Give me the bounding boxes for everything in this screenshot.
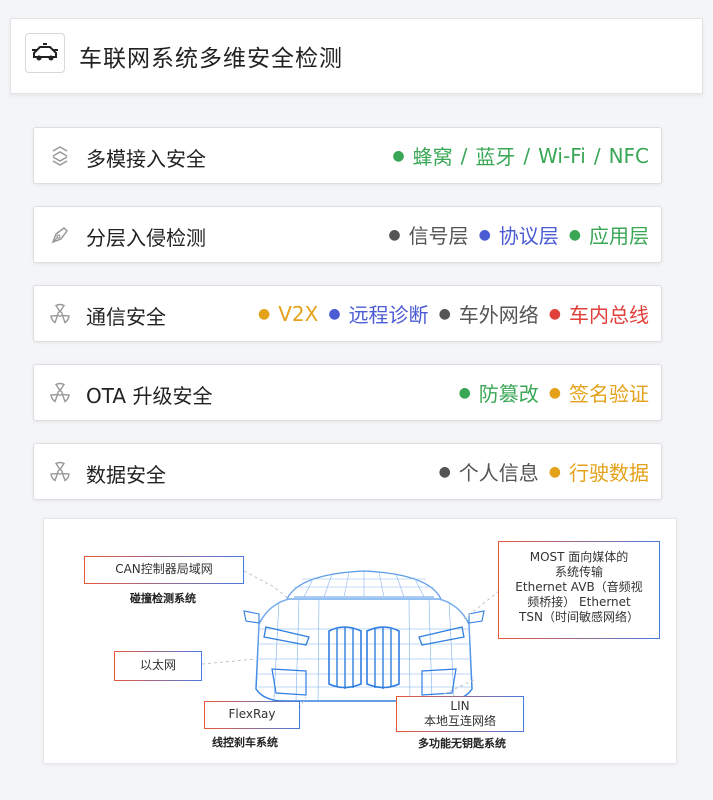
page-title: 车联网系统多维安全检测: [79, 46, 343, 72]
most-line: TSN（时间敏感网络）: [519, 610, 639, 624]
card-data-security[interactable]: 数据安全 ●个人信息 ●行驶数据: [33, 443, 662, 500]
most-box: MOST 面向媒体的 系统传输 Ethernet AVB（音频视 频桥接） Et…: [498, 541, 660, 639]
card-ota-security[interactable]: OTA 升级安全 ●防篡改 ●签名验证: [33, 364, 662, 421]
tag-separator: /: [523, 143, 531, 168]
can-box: CAN控制器局域网: [84, 556, 244, 584]
tag-v2x: ●V2X: [258, 301, 319, 326]
pen-nib-icon: [48, 223, 72, 247]
tag-anti-tamper: ●防篡改: [458, 382, 539, 406]
tag-cellular: ●蜂窝: [392, 145, 453, 169]
card-tags: ●V2X ●远程诊断 ●车外网络 ●车内总线: [248, 299, 649, 328]
page-header: 车联网系统多维安全检测: [10, 18, 703, 94]
tag-bluetooth: 蓝牙: [475, 145, 516, 169]
tag-external-network: ●车外网络: [438, 303, 539, 327]
card-multimode-access[interactable]: 多模接入安全 ●蜂窝 / 蓝牙 / Wi-Fi / NFC: [33, 127, 662, 184]
vehicle-network-diagram: CAN控制器局域网 碰撞检测系统 以太网 FlexRay 线控刹车系统 MOST…: [43, 518, 677, 764]
card-label: 数据安全: [86, 463, 166, 487]
most-line: MOST 面向媒体的: [529, 550, 629, 564]
card-tags: ●信号层 ●协议层 ●应用层: [378, 220, 649, 249]
card-label: OTA 升级安全: [86, 384, 213, 408]
tag-driving-data: ●行驶数据: [548, 461, 649, 485]
tag-protocol-layer: ●协议层: [478, 224, 559, 248]
lin-sub-label: 多功能无钥匙系统: [418, 737, 506, 750]
card-tags: ●蜂窝 / 蓝牙 / Wi-Fi / NFC: [382, 141, 649, 170]
card-label: 分层入侵检测: [86, 226, 206, 250]
card-tags: ●个人信息 ●行驶数据: [429, 457, 649, 486]
tag-separator: /: [460, 143, 468, 168]
tag-nfc: NFC: [608, 143, 649, 168]
tag-signal-layer: ●信号层: [388, 224, 469, 248]
radiation-icon: [48, 302, 72, 326]
card-tags: ●防篡改 ●签名验证: [449, 378, 649, 407]
flexray-box: FlexRay: [204, 701, 300, 729]
lin-line: 本地互连网络: [423, 714, 496, 728]
tag-wifi: Wi-Fi: [538, 143, 586, 168]
tag-signature-verify: ●签名验证: [548, 382, 649, 406]
tag-in-vehicle-bus: ●车内总线: [548, 303, 649, 327]
tag-personal-info: ●个人信息: [438, 461, 539, 485]
ethernet-box: 以太网: [114, 651, 202, 681]
lin-box: LIN 本地互连网络: [396, 696, 524, 732]
car-wireframe-icon: [201, 570, 500, 715]
most-line: 频桥接） Ethernet: [527, 595, 631, 609]
tag-remote-diagnosis: ●远程诊断: [328, 303, 429, 327]
tag-application-layer: ●应用层: [568, 224, 649, 248]
lin-line: LIN: [450, 699, 470, 713]
radiation-icon: [48, 381, 72, 405]
card-communication-security[interactable]: 通信安全 ●V2X ●远程诊断 ●车外网络 ●车内总线: [33, 285, 662, 342]
most-line: 系统传输: [554, 565, 603, 579]
car-shield-icon: [25, 33, 65, 73]
card-layered-intrusion[interactable]: 分层入侵检测 ●信号层 ●协议层 ●应用层: [33, 206, 662, 263]
radiation-icon: [48, 460, 72, 484]
layers-icon: [48, 144, 72, 168]
most-line: Ethernet AVB（音频视: [515, 580, 643, 594]
can-sub-label: 碰撞检测系统: [130, 592, 196, 605]
tag-separator: /: [593, 143, 601, 168]
card-label: 多模接入安全: [86, 147, 206, 171]
flexray-sub-label: 线控刹车系统: [212, 736, 278, 749]
card-label: 通信安全: [86, 305, 166, 329]
